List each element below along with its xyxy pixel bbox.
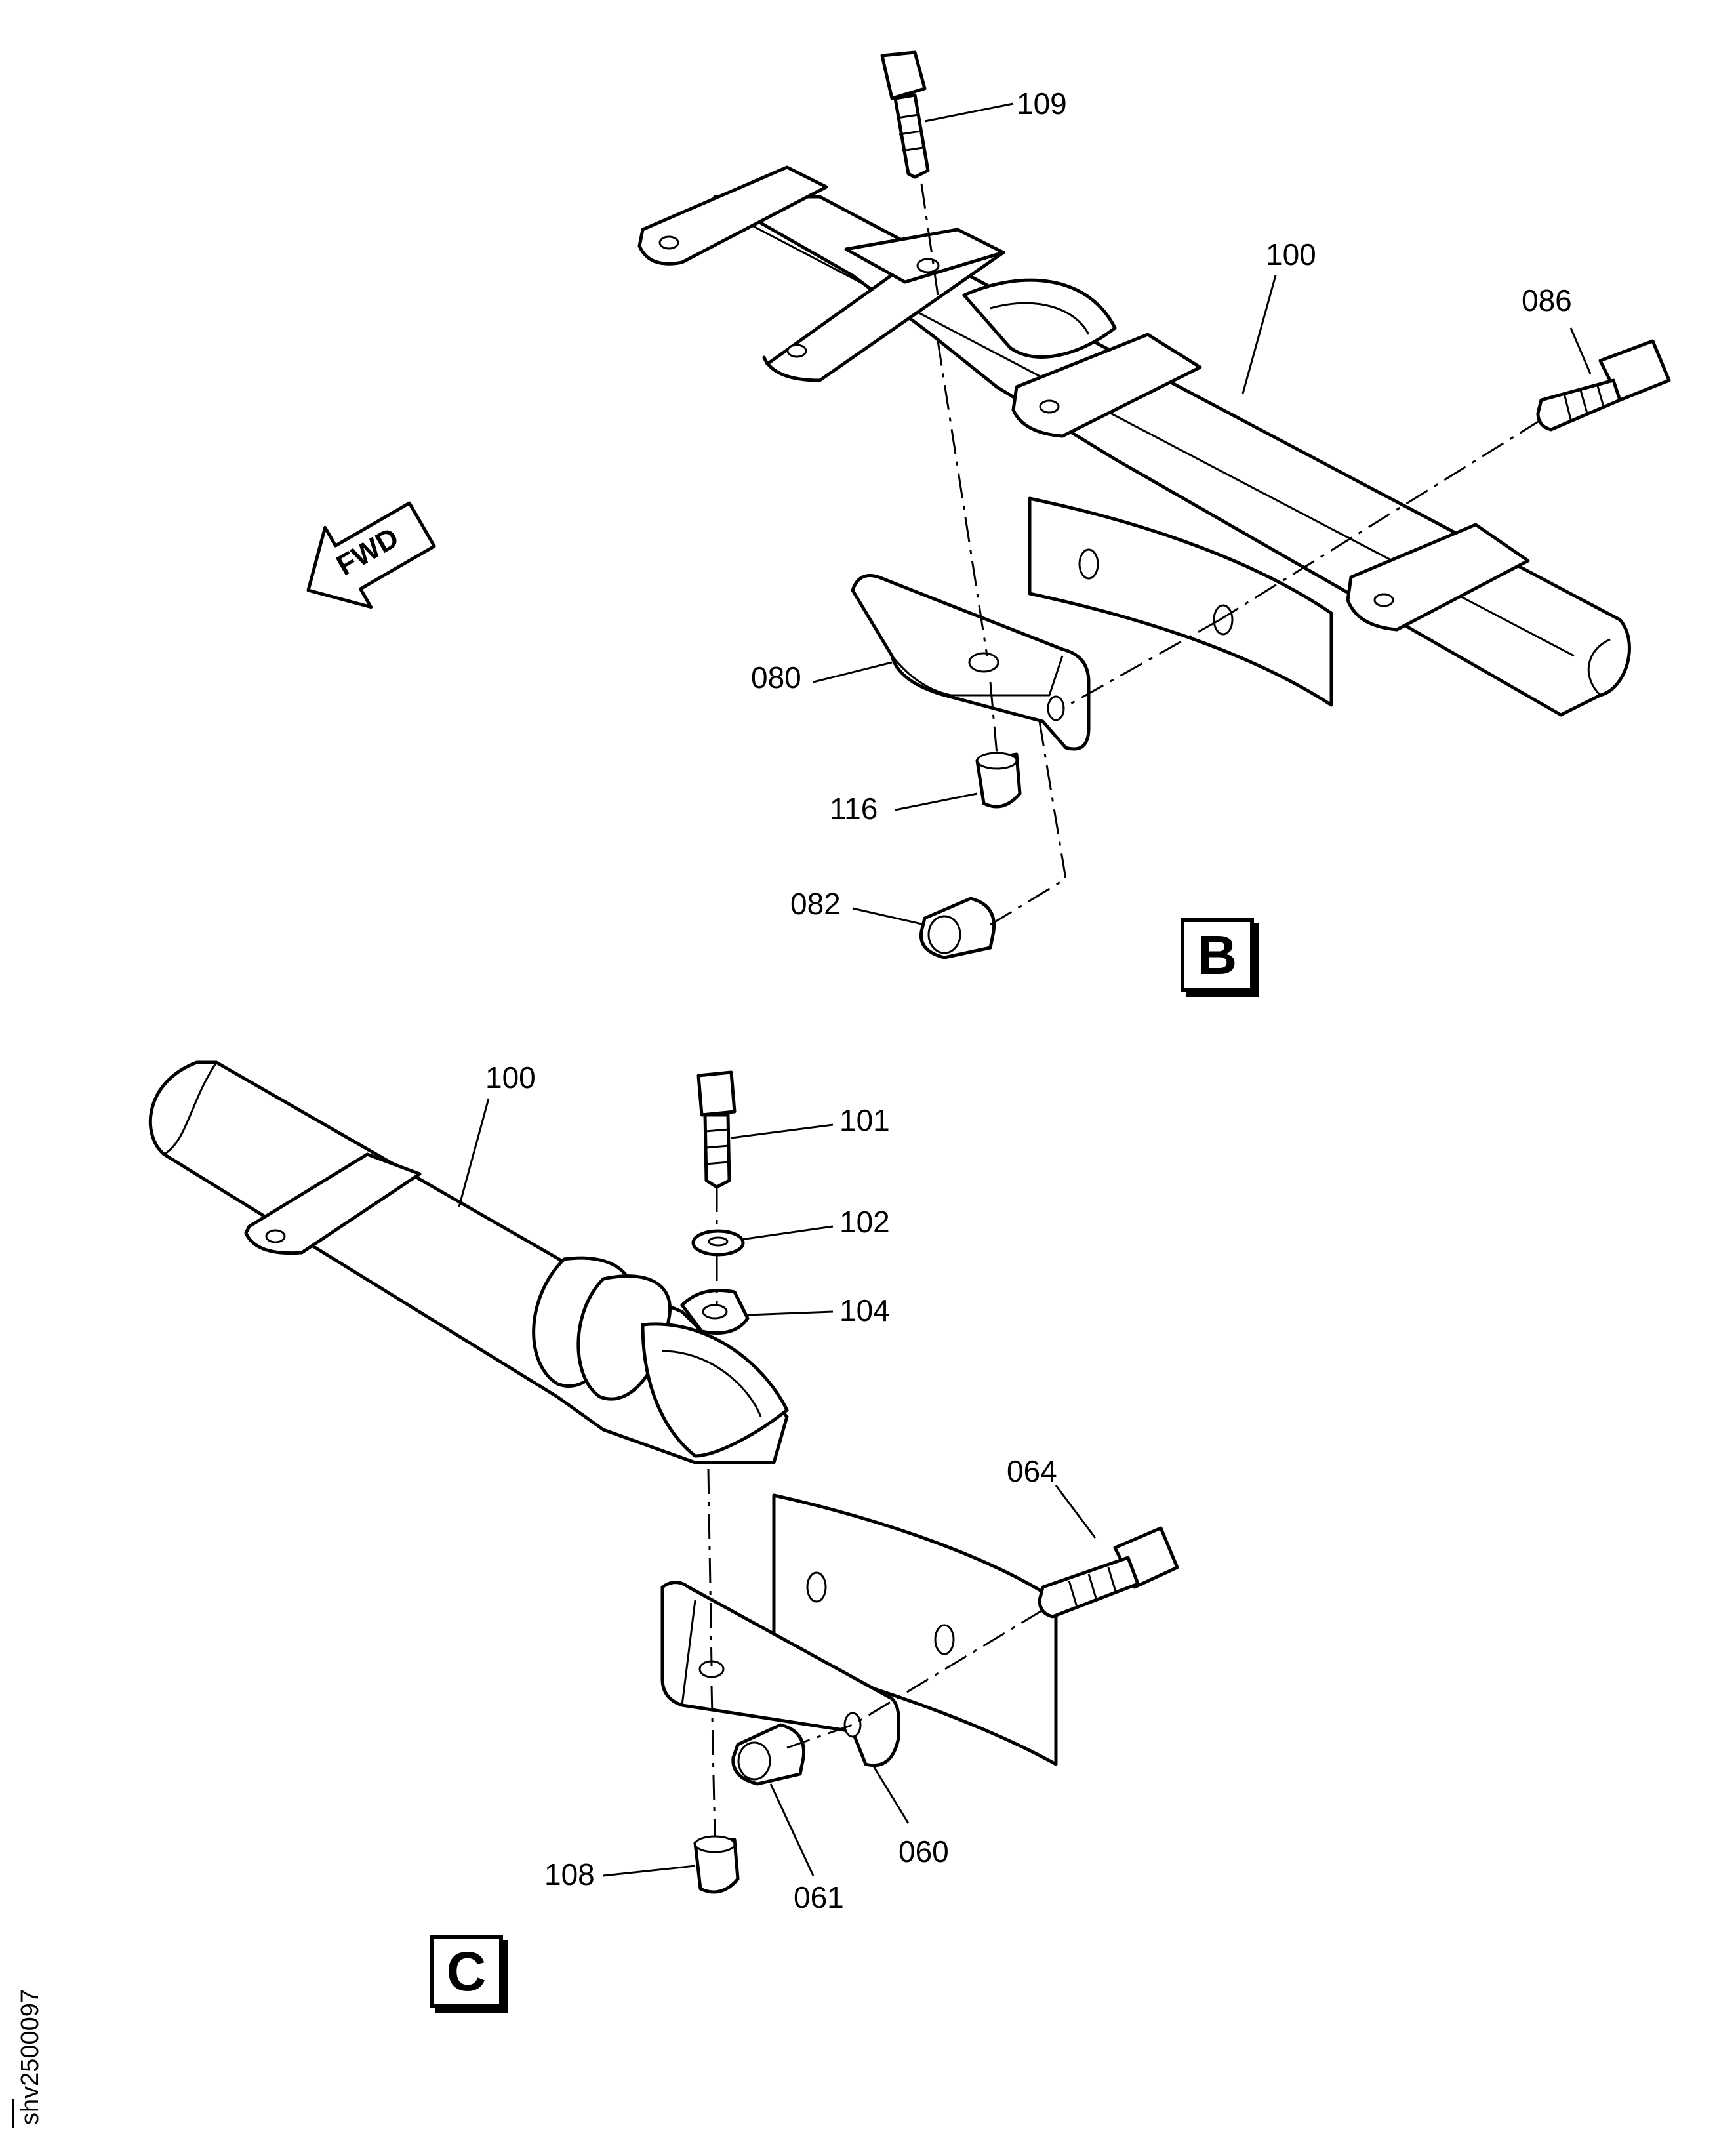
centerline-c3: [707, 1468, 713, 1666]
nut-061: [731, 1723, 806, 1786]
leader-104: [747, 1310, 834, 1316]
drawing-id: shv2500097: [16, 1989, 44, 2125]
leader-102: [740, 1225, 834, 1241]
nut-082: [919, 897, 996, 959]
leader-060: [871, 1764, 910, 1824]
centerline-b4: [1219, 418, 1542, 621]
scoop-end-c: [641, 1289, 789, 1458]
centerline-b3: [989, 681, 998, 755]
seal-rings-c: [532, 1256, 672, 1401]
leader-108: [603, 1865, 696, 1877]
callout-102: 102: [839, 1205, 890, 1239]
drawing-id-bracket: [12, 2099, 14, 2128]
centerline-b6: [990, 721, 1067, 926]
callout-064: 064: [1007, 1454, 1057, 1488]
callout-082: 082: [790, 887, 841, 921]
tube-100-b: [713, 195, 1631, 717]
view-label-c: C: [430, 1935, 503, 2008]
nut-116: [975, 752, 1022, 809]
callout-108: 108: [544, 1857, 595, 1891]
callout-060: 060: [898, 1834, 949, 1868]
bracket-060: [660, 1581, 900, 1767]
washer-102: [691, 1229, 745, 1257]
clip-straps-b: [637, 165, 1530, 632]
leader-080: [813, 661, 893, 683]
leader-061: [769, 1783, 815, 1876]
callout-086: 086: [1522, 283, 1572, 317]
callout-116: 116: [830, 792, 878, 826]
view-label-b: B: [1181, 918, 1254, 992]
bolt-101: [696, 1070, 737, 1189]
centerline-b1: [920, 183, 939, 296]
frame-rail-b: [1028, 496, 1333, 707]
bracket-080: [851, 574, 1091, 751]
centerline-b2: [937, 340, 988, 656]
centerline-b5: [1062, 618, 1221, 710]
centerline-c5: [786, 1609, 1043, 1749]
leader-100-c: [458, 1098, 490, 1207]
fwd-arrow: [306, 501, 436, 609]
bolt-064: [1038, 1526, 1179, 1619]
view-b-assembly: [637, 50, 1671, 959]
callout-100-c: 100: [485, 1060, 536, 1095]
view-c-assembly: [148, 1060, 1179, 1894]
leader-101: [731, 1123, 834, 1139]
callout-100-b: 100: [1266, 237, 1316, 272]
bolt-086: [1536, 339, 1671, 432]
leader-082: [852, 907, 925, 926]
clip-strap-c: [244, 1152, 422, 1255]
centerline-c4: [710, 1685, 716, 1837]
callout-101: 101: [839, 1103, 890, 1137]
leader-064: [1055, 1485, 1097, 1539]
bolt-109: [880, 50, 930, 179]
callout-104: 104: [839, 1293, 890, 1327]
callout-109: 109: [1017, 87, 1067, 121]
nut-108: [693, 1835, 740, 1894]
leader-100-b: [1241, 275, 1277, 394]
leader-109: [924, 102, 1014, 123]
callout-080: 080: [751, 660, 801, 695]
callout-061: 061: [794, 1880, 844, 1914]
leader-086: [1569, 327, 1592, 374]
leader-116: [895, 792, 978, 811]
